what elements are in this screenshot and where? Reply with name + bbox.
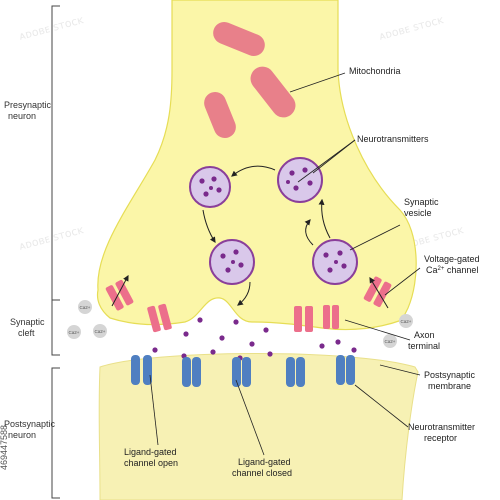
neurotransmitter-receptor <box>336 355 355 385</box>
svg-text:Ca2+: Ca2+ <box>69 330 80 335</box>
mitochondrion <box>250 66 296 118</box>
presynaptic-channels <box>105 276 392 333</box>
cycle-arrow <box>202 209 216 244</box>
neurotransmitters-label: Neurotransmitters <box>357 134 429 144</box>
postsynaptic-membrane-label: Postsynaptic membrane <box>424 370 478 391</box>
voltage-gated-channel <box>323 305 339 329</box>
svg-text:ᴀᴅᴏʙᴇ sᴛᴏᴄᴋ: ᴀᴅᴏʙᴇ sᴛᴏᴄᴋ <box>377 13 445 43</box>
vesicles <box>189 157 358 285</box>
ligand-gated-channel-closed <box>286 357 305 387</box>
synaptic-vesicle <box>277 157 323 203</box>
released-neurotransmitters <box>152 317 357 361</box>
stock-id: 469447588 <box>0 425 9 470</box>
synaptic-vesicle <box>189 166 231 208</box>
ligand-gated-channel-closed <box>182 357 201 387</box>
presynaptic-label: Presynaptic neuron <box>4 100 54 121</box>
cycle-arrow <box>318 198 331 239</box>
ligand-closed-label: Ligand-gated channel closed <box>232 457 293 478</box>
svg-text:ᴀᴅᴏʙᴇ sᴛᴏᴄᴋ: ᴀᴅᴏʙᴇ sᴛᴏᴄᴋ <box>17 13 85 43</box>
vesicle-cycle-arrows <box>202 165 331 306</box>
ca-ion: Ca2+ <box>67 325 81 339</box>
mitochondria-label: Mitochondria <box>349 66 401 76</box>
ligand-open-label: Ligand-gated channel open <box>124 447 179 468</box>
mitochondrion <box>204 91 236 139</box>
voltage-gated-channel-label: Voltage-gated Ca2+ channel <box>424 254 482 275</box>
svg-text:Ca2+: Ca2+ <box>95 329 106 334</box>
ca-ion: Ca2+ <box>78 300 92 314</box>
ca-influx-arrow <box>111 274 129 307</box>
svg-text:Ca2+: Ca2+ <box>401 319 412 324</box>
synaptic-vesicle-label: Synaptic vesicle <box>404 197 441 218</box>
ligand-gated-channel-closed <box>232 357 251 387</box>
voltage-gated-channel <box>147 303 172 333</box>
cycle-arrow <box>231 165 276 177</box>
postsynaptic-label: Postsynaptic neuron <box>4 419 58 440</box>
voltage-gated-channel <box>363 276 392 307</box>
postsynaptic-receptors <box>131 355 355 387</box>
svg-text:Ca2+: Ca2+ <box>385 339 396 344</box>
mitochondrion <box>213 22 265 56</box>
ca-ion: Ca2+ <box>93 324 107 338</box>
svg-text:Ca2+: Ca2+ <box>80 305 91 310</box>
ligand-gated-channel-open <box>131 355 152 385</box>
synaptic-cleft-label: Synaptic cleft <box>10 317 47 338</box>
postsynaptic-neuron-body <box>98 353 419 500</box>
leader-lines <box>149 72 421 456</box>
mitochondria <box>204 22 296 139</box>
ca-ion: Ca2+ <box>399 314 413 328</box>
cycle-arrow <box>304 219 314 246</box>
ca-ion: Ca2+ <box>383 334 397 348</box>
axon-terminal-label: Axon terminal <box>408 330 440 351</box>
voltage-gated-channel <box>105 280 134 311</box>
cycle-arrow <box>237 281 251 306</box>
svg-text:ᴀᴅᴏʙᴇ sᴛᴏᴄᴋ: ᴀᴅᴏʙᴇ sᴛᴏᴄᴋ <box>17 223 85 253</box>
synaptic-vesicle <box>312 239 358 285</box>
voltage-gated-channel <box>294 306 313 332</box>
calcium-ions: Ca2+ Ca2+ Ca2+ Ca2+ Ca2+ <box>67 300 413 348</box>
synaptic-vesicle <box>209 239 255 285</box>
ca-influx-arrow <box>369 276 389 309</box>
side-brackets <box>51 5 60 499</box>
neurotransmitter-receptor-label: Neurotransmitter receptor <box>408 422 478 443</box>
